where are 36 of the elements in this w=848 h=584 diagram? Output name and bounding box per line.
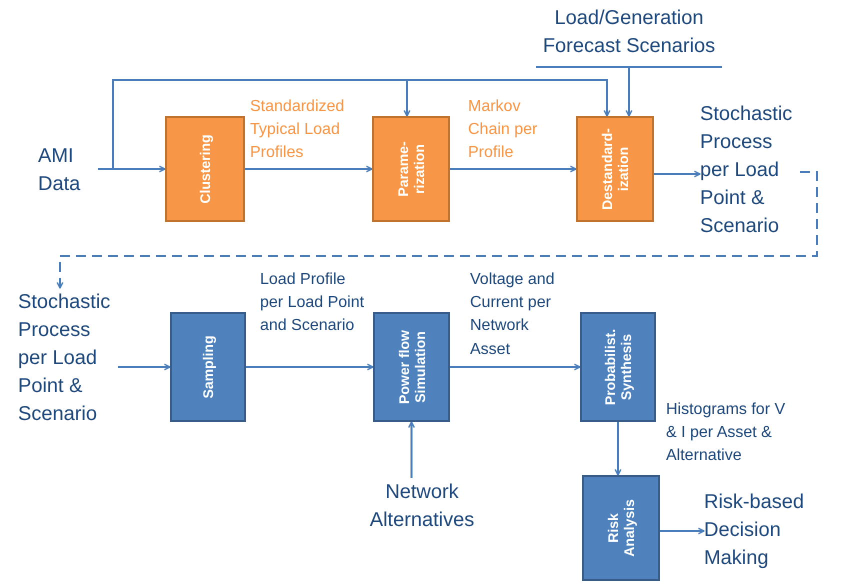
- process-box: [582, 475, 660, 581]
- arrow: [660, 528, 705, 534]
- process-box: [576, 116, 654, 222]
- arrow: [614, 422, 622, 476]
- process-box: [373, 312, 450, 422]
- flow-text: Stochastic Process per Load Point & Scenario: [700, 102, 794, 239]
- arrow: [450, 166, 577, 172]
- box-label: Power flow Simulation: [395, 329, 428, 406]
- box-label: Clustering: [196, 133, 214, 206]
- box-label: Parame-rization: [394, 140, 428, 199]
- flow-text: Network Alternatives: [368, 480, 476, 533]
- arrow: [245, 166, 373, 172]
- box-label: Probabilist. Synthesis: [602, 328, 634, 408]
- input-label: Load/Generation Forecast Scenarios: [542, 6, 716, 59]
- arrow: [98, 79, 610, 170]
- arrow: [450, 364, 581, 370]
- edge-label: Load Profile per Load Point and Scenario: [260, 270, 366, 336]
- arrow: [118, 364, 171, 370]
- box-label: Sampling: [200, 334, 216, 401]
- box-label: Destandard-ization: [598, 127, 632, 212]
- process-box: [170, 312, 246, 422]
- flow-text: AMI Data: [38, 144, 82, 197]
- process-box: [165, 116, 245, 222]
- edge-label: Markov Chain per Profile: [468, 97, 538, 164]
- flow-text: Stochastic Process per Load Point & Scenario: [18, 290, 112, 427]
- flow-text: Risk-based Decision Making: [704, 490, 806, 571]
- arrow: [654, 170, 701, 178]
- box-label: Risk Analysis: [604, 498, 638, 559]
- arrow: [626, 68, 632, 117]
- arrow: [246, 364, 374, 370]
- edge-label: Histograms for V & I per Asset & Alternative: [666, 400, 786, 466]
- edge-label: Standardized Typical Load Profiles: [250, 97, 346, 164]
- edge-label: Voltage and Current per Network Asset: [470, 270, 556, 360]
- process-box: [580, 312, 656, 422]
- arrow: [408, 421, 415, 478]
- process-box: [372, 116, 450, 222]
